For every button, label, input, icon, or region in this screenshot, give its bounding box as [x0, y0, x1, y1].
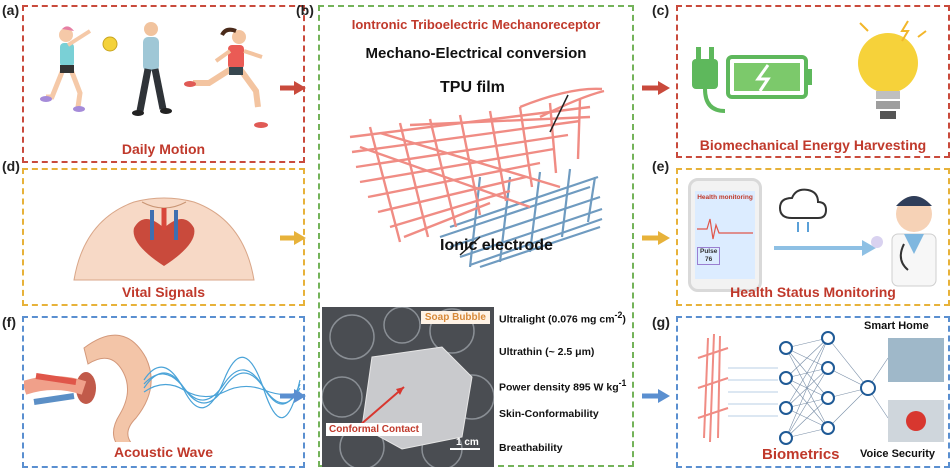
device-structure-illustration: [349, 87, 605, 269]
tpu-pointer: [549, 94, 569, 133]
lock-icon: [906, 411, 926, 431]
volleyball-player-figure: [40, 26, 92, 112]
sound-wave-icon: [143, 356, 301, 419]
panel-mechanoreceptor: Iontronic Triboelectric Mechanoreceptor …: [318, 5, 634, 467]
panel-label-f: (f): [2, 314, 16, 330]
arrow-b-to-e: [642, 231, 670, 245]
smart-home-label: Smart Home: [864, 320, 929, 332]
tpu-film-mesh: [349, 87, 605, 243]
smart-home-image: [888, 338, 944, 382]
phone-icon: Health monitoring Pulse 76: [688, 178, 762, 292]
arrow-f-to-b: [280, 389, 306, 403]
walking-man-figure: [132, 22, 172, 116]
panel-energy-harvesting: Biomechanical Energy Harvesting: [676, 5, 950, 158]
property-ultralight: Ultralight (0.076 mg cm-2): [499, 310, 626, 326]
pulse-label: Pulse: [700, 248, 718, 255]
panel-biometrics: Smart Home Voice Security Biometrics: [676, 316, 950, 468]
property-breathability: Breathability: [499, 442, 563, 454]
panel-b-subtitle: Mechano-Electrical conversion: [365, 45, 587, 62]
panel-g-title: Biometrics: [762, 446, 840, 463]
ear-icon: [24, 334, 152, 442]
ball-icon: [102, 36, 118, 52]
plug-icon: [692, 47, 726, 113]
panel-acoustic-wave: Acoustic Wave: [22, 316, 305, 468]
panel-a-title: Daily Motion: [121, 141, 206, 157]
runner-figure: [184, 27, 268, 128]
panel-daily-motion: Daily Motion: [22, 5, 305, 163]
transmission-illustration: [774, 188, 937, 287]
ionic-electrode-label: Ionic electrode: [440, 237, 553, 254]
arrow-d-to-b: [280, 231, 306, 245]
electrode-pointer: [459, 236, 481, 256]
tpu-film-label: TPU film: [440, 79, 505, 96]
network-nodes: [779, 331, 876, 445]
panel-label-d: (d): [2, 158, 20, 174]
property-skin-conformability: Skin-Conformability: [499, 408, 599, 420]
soap-bubble-tag: Soap Bubble: [420, 311, 490, 324]
neural-network-illustration: [697, 331, 944, 445]
panel-label-g: (g): [652, 314, 670, 330]
panel-health-monitoring: Health monitoring Pulse 76 Health Status…: [676, 168, 950, 306]
chest-heart-illustration: [73, 197, 255, 281]
panel-vital-signals: Vital Signals: [22, 168, 305, 306]
voice-security-label: Voice Security: [860, 448, 935, 460]
property-power-density: Power density 895 W kg-1: [499, 378, 627, 394]
ionic-electrode-mesh: [439, 168, 603, 269]
cloud-icon: [778, 188, 828, 232]
arrow-a-to-b: [280, 81, 306, 95]
panel-label-a: (a): [2, 2, 20, 18]
panel-label-c: (c): [652, 2, 670, 18]
property-ultrathin: Ultrathin (~ 2.5 μm): [499, 346, 595, 358]
panel-d-title: Vital Signals: [122, 284, 205, 300]
sensor-mesh-icon: [697, 333, 729, 443]
panel-b-title: Iontronic Triboelectric Mechanoreceptor: [351, 17, 601, 32]
scale-bar-label: 1 cm: [456, 437, 479, 448]
doctor-icon: [871, 196, 937, 287]
signal-traces: [728, 367, 778, 417]
soap-bubble-photo: Soap Bubble Conformal Contact 1 cm: [322, 307, 494, 467]
panel-e-title: Health Status Monitoring: [730, 284, 896, 300]
pulse-value: 76: [705, 256, 713, 263]
people-illustration: [40, 22, 268, 128]
energy-illustration: [692, 20, 927, 119]
pulse-readout: Pulse 76: [697, 247, 721, 265]
heart-icon: [133, 208, 195, 266]
lightbulb-icon: [858, 20, 927, 119]
phone-header: Health monitoring: [697, 194, 753, 201]
panel-label-e: (e): [652, 158, 670, 174]
panel-f-title: Acoustic Wave: [113, 444, 214, 460]
ear-illustration: [24, 334, 301, 442]
heart-rate-icon: [697, 218, 753, 240]
arrow-b-to-c: [642, 81, 670, 95]
panel-label-b: (b): [296, 2, 314, 18]
panel-c-title: Biomechanical Energy Harvesting: [699, 137, 927, 153]
arrow-b-to-g: [642, 389, 670, 403]
conformal-contact-label: Conformal Contact: [326, 423, 422, 436]
battery-icon: [726, 55, 812, 99]
